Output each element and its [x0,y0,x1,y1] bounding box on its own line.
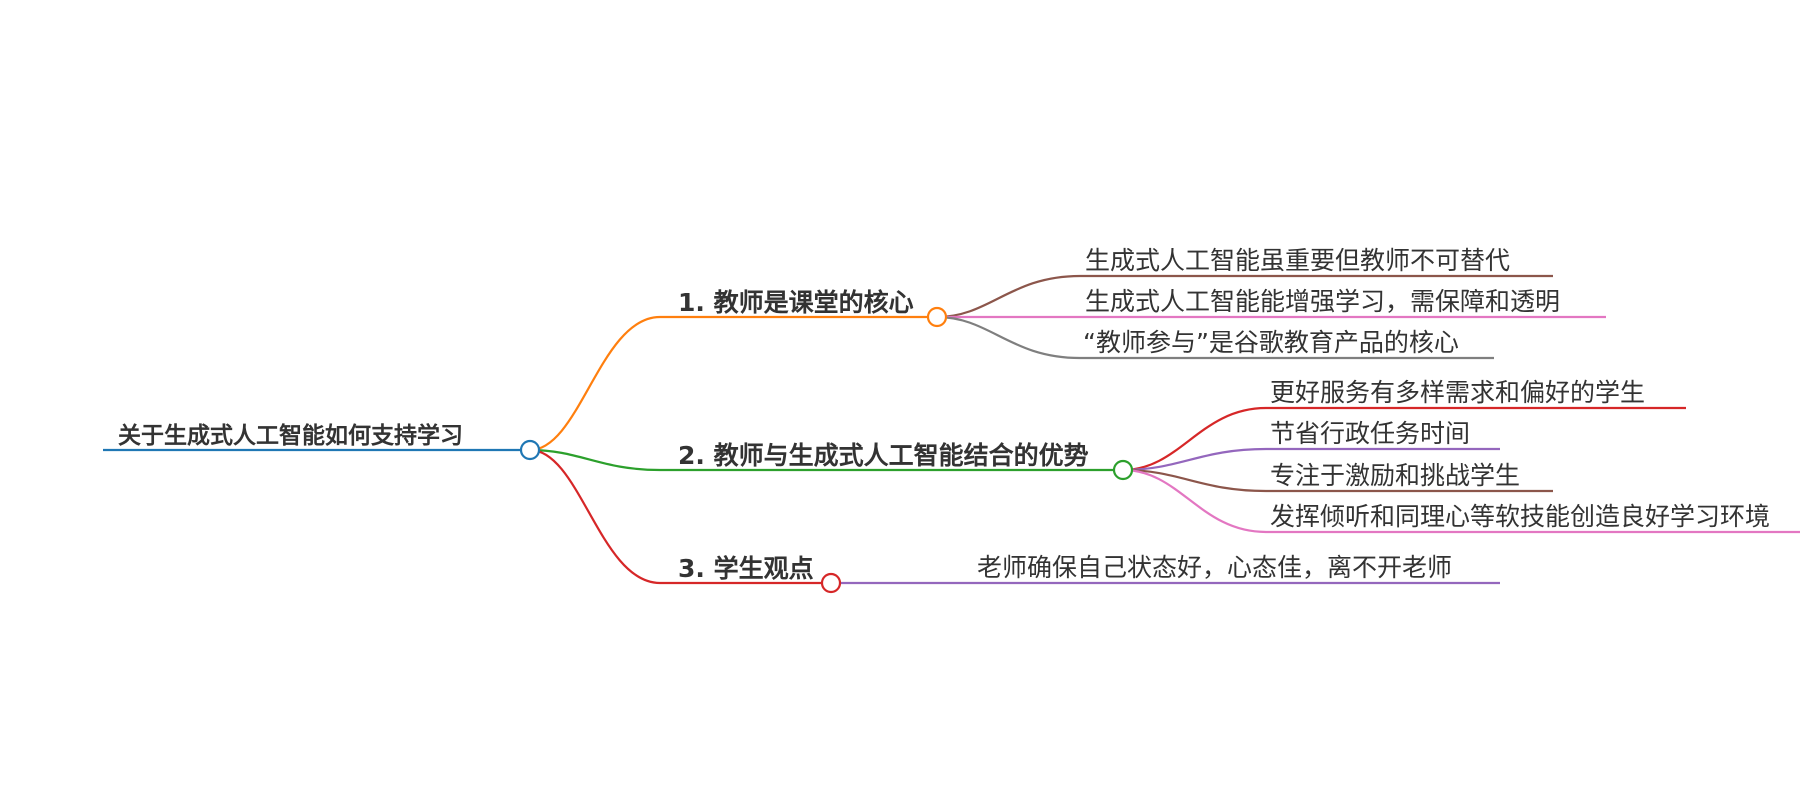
branch-3-toggle[interactable] [820,572,842,594]
leaf-node-1-2[interactable]: 生成式人工智能能增强学习，需保障和透明 [1080,287,1606,319]
leaf-label: 专注于激励和挑战学生 [1270,461,1520,490]
leaf-label: “教师参与”是谷歌教育产品的核心 [1083,328,1459,357]
branch-label: 3. 学生观点 [678,554,814,583]
leaf-node-1-3[interactable]: “教师参与”是谷歌教育产品的核心 [1080,328,1494,360]
leaf-node-1-1[interactable]: 生成式人工智能虽重要但教师不可替代 [1080,246,1553,278]
edge-branch-2-leaf-3 [1122,468,1267,493]
branch-node-2[interactable]: 2. 教师与生成式人工智能结合的优势 [660,441,1123,472]
branch-label: 1. 教师是课堂的核心 [678,288,914,317]
edge-root-branch-2 [529,448,661,472]
leaf-node-3-1[interactable]: 老师确保自己状态好，心态佳，离不开老师 [831,553,1500,585]
edge-branch-1-leaf-3 [936,315,1081,360]
edge-branch-2-leaf-4 [1122,468,1267,534]
edge-branch-2-leaf-1 [1122,406,1267,472]
leaf-node-2-3[interactable]: 专注于激励和挑战学生 [1266,461,1553,493]
branch-1-toggle[interactable] [926,306,948,328]
root-toggle[interactable] [519,439,541,461]
leaf-label: 生成式人工智能能增强学习，需保障和透明 [1085,287,1560,316]
edge-branch-2-leaf-2 [1122,447,1267,472]
edge-root-branch-1 [529,315,661,452]
branch-2-toggle[interactable] [1112,459,1134,481]
root-label: 关于生成式人工智能如何支持学习 [118,422,463,449]
leaf-node-2-1[interactable]: 更好服务有多样需求和偏好的学生 [1266,378,1686,410]
root-node[interactable]: 关于生成式人工智能如何支持学习 [103,422,530,452]
edge-branch-1-leaf-1 [936,274,1081,319]
branch-node-1[interactable]: 1. 教师是课堂的核心 [660,288,937,319]
branch-node-3[interactable]: 3. 学生观点 [660,554,831,585]
leaf-node-2-4[interactable]: 发挥倾听和同理心等软技能创造良好学习环境 [1266,502,1800,534]
leaf-label: 节省行政任务时间 [1270,419,1470,448]
leaf-label: 老师确保自己状态好，心态佳，离不开老师 [977,553,1452,582]
leaf-label: 更好服务有多样需求和偏好的学生 [1270,378,1645,407]
edge-root-branch-3 [529,448,661,585]
leaf-label: 发挥倾听和同理心等软技能创造良好学习环境 [1270,502,1770,531]
branch-label: 2. 教师与生成式人工智能结合的优势 [678,441,1089,470]
leaf-node-2-2[interactable]: 节省行政任务时间 [1266,419,1500,451]
leaf-label: 生成式人工智能虽重要但教师不可替代 [1085,246,1510,275]
